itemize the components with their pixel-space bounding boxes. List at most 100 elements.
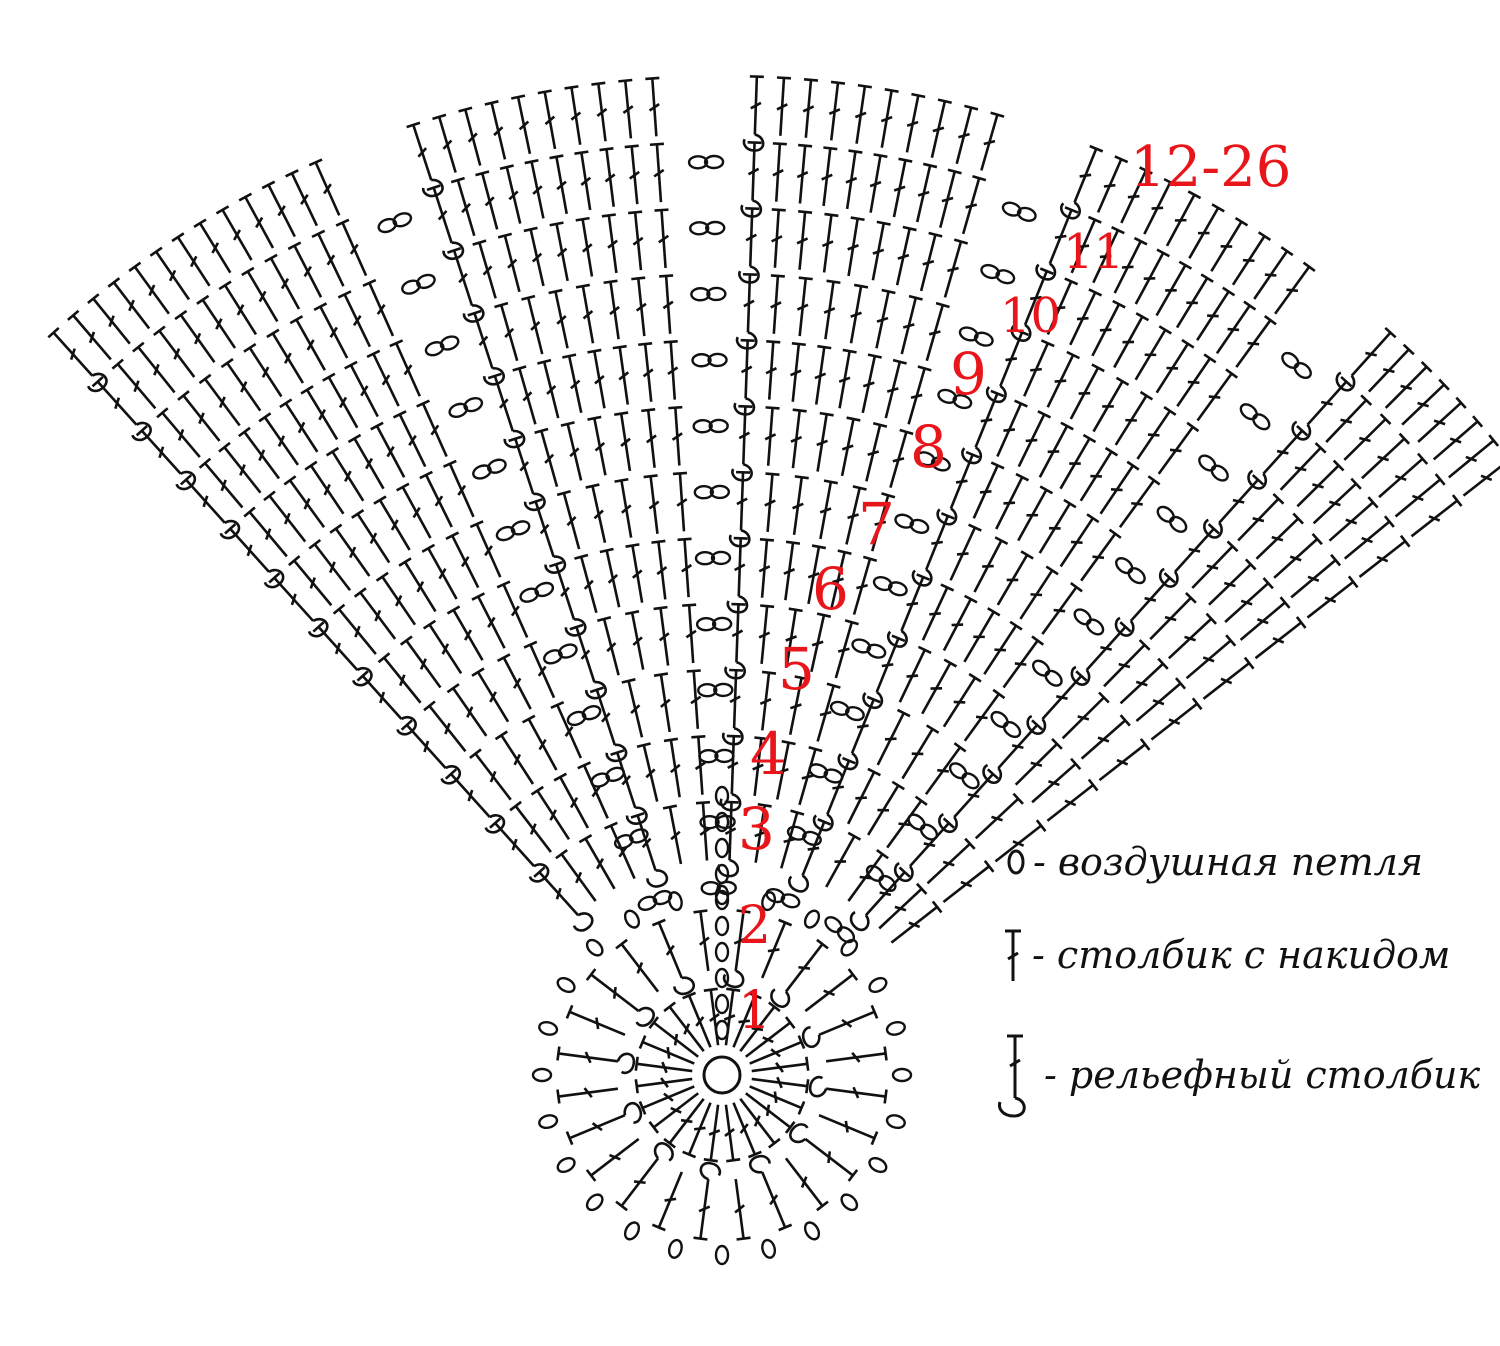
double-crochet (764, 472, 780, 533)
double-crochet (220, 358, 262, 412)
chain (623, 1221, 641, 1241)
double-crochet (890, 900, 943, 944)
double-crochet (263, 490, 307, 543)
chain (487, 458, 507, 474)
legend-double-crochet-text: - столбик с накидом (1032, 933, 1451, 977)
double-crochet (784, 1157, 829, 1212)
double-crochet (693, 909, 710, 972)
relief-stitch (911, 512, 955, 587)
double-crochet (550, 700, 583, 759)
double-crochet (1196, 368, 1239, 422)
relief-stitch (789, 1123, 859, 1182)
chain (1156, 505, 1175, 523)
double-crochet (663, 1098, 705, 1149)
chain (824, 916, 843, 934)
double-crochet (996, 550, 1034, 606)
row-label-11: 11 (1063, 224, 1125, 280)
double-crochet (304, 460, 345, 515)
chain (840, 938, 859, 957)
double-crochet (624, 144, 640, 205)
chain (1085, 618, 1105, 636)
chain (866, 643, 887, 659)
double-crochet (651, 539, 668, 600)
double-crochet (845, 149, 863, 210)
double-crochet (785, 607, 803, 668)
double-crochet (838, 348, 857, 409)
chain (534, 581, 555, 598)
double-crochet (821, 146, 838, 207)
double-crochet (876, 708, 911, 766)
chain-icon (1007, 849, 1025, 875)
double-crochet (329, 523, 371, 577)
double-crochet (1165, 190, 1202, 247)
double-crochet (745, 1092, 796, 1134)
chain (510, 520, 531, 536)
double-crochet (1103, 639, 1151, 688)
relief-stitch (224, 523, 285, 589)
double-crochet (775, 739, 796, 800)
relief-stitch (717, 800, 740, 878)
chain (829, 700, 850, 716)
double-crochet (1306, 575, 1359, 619)
relief-stitch (748, 1154, 793, 1232)
chain (416, 273, 436, 290)
relief-stitch (849, 866, 911, 932)
double-crochet (943, 238, 969, 298)
double-crochet (575, 216, 594, 277)
double-crochet (1358, 534, 1411, 578)
double-crochet (596, 615, 620, 676)
double-crochet (285, 169, 319, 227)
relief-stitch (268, 572, 329, 638)
double-crochet (963, 688, 1006, 742)
chain (581, 705, 602, 721)
double-crochet (1134, 248, 1170, 305)
relief-stitch (719, 734, 742, 812)
double-crochet (1098, 738, 1151, 782)
relief-stitch (808, 1075, 888, 1104)
double-crochet (353, 587, 397, 640)
double-crochet (288, 555, 333, 607)
double-crochet (423, 700, 467, 753)
double-crochet (556, 490, 581, 550)
chain (961, 772, 980, 790)
relief-stitch (487, 372, 526, 449)
double-crochet (996, 399, 1028, 458)
relief-stitch (444, 768, 506, 834)
double-crochet (875, 288, 896, 349)
chain (802, 830, 822, 846)
double-crochet (560, 421, 583, 481)
double-crochet (1038, 421, 1074, 478)
double-crochet (691, 735, 706, 795)
chain (958, 326, 979, 342)
double-crochet (1031, 757, 1082, 804)
chain (714, 993, 730, 1015)
double-crochet (266, 328, 305, 384)
double-crochet (264, 253, 301, 310)
relief-stitch (742, 75, 765, 152)
chain (844, 705, 865, 722)
row-label-3: 3 (738, 795, 775, 863)
relief-stitch (837, 695, 881, 771)
double-crochet (804, 968, 859, 1013)
double-crochet (865, 422, 888, 482)
chain (714, 941, 730, 963)
double-crochet (884, 358, 907, 419)
double-crochet (335, 218, 368, 277)
double-crochet (1325, 394, 1373, 443)
double-crochet (1080, 528, 1122, 582)
double-crochet (521, 294, 544, 355)
double-crochet (585, 483, 607, 543)
double-crochet (878, 882, 928, 930)
double-crochet (732, 991, 762, 1048)
relief-stitch (47, 326, 108, 393)
double-crochet (1143, 177, 1178, 235)
double-crochet (915, 162, 938, 223)
double-crochet (1046, 277, 1079, 336)
chain (1001, 201, 1022, 217)
chain (836, 926, 856, 944)
relief-stitch (693, 1161, 722, 1241)
double-crochet (760, 918, 793, 979)
double-crochet (1328, 496, 1379, 542)
chain (695, 617, 717, 632)
double-crochet (87, 293, 131, 345)
